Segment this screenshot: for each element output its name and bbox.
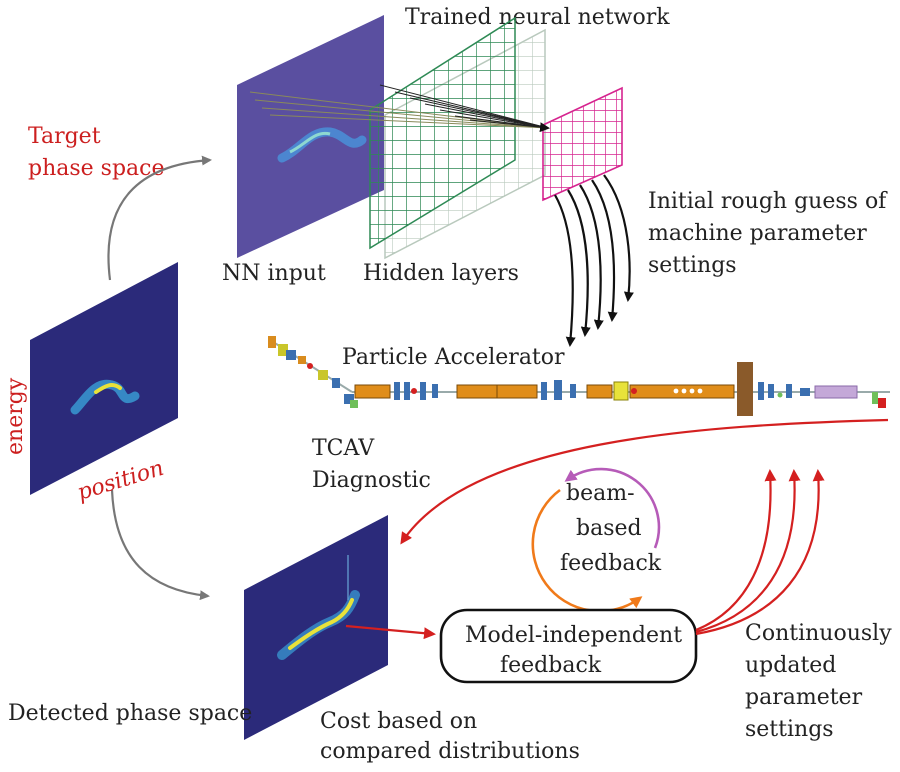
detected-beam-core	[288, 598, 354, 650]
accelerator-label: Particle Accelerator	[342, 345, 565, 370]
mif-line2: feedback	[500, 653, 602, 678]
tcav-structure	[737, 362, 753, 416]
cost-line1: Cost based on	[320, 709, 477, 734]
bunch-compressor	[613, 381, 629, 401]
output-layer	[542, 86, 623, 202]
to-mif-arrow	[345, 624, 436, 640]
energy-axis-label: energy	[3, 377, 28, 455]
nn-input-label: NN input	[222, 261, 326, 286]
cont-line4: settings	[745, 717, 834, 742]
nn-input-beam-core	[289, 131, 331, 154]
trained-nn-label: Trained neural network	[405, 5, 670, 30]
to-detected-arrow	[110, 489, 210, 601]
hidden-layer-front	[369, 16, 516, 250]
initial-guess-arrows	[554, 174, 634, 347]
detected-label: Detected phase space	[8, 701, 252, 726]
cont-line1: Continuously	[745, 621, 892, 646]
initial-guess-line1: Initial rough guess of	[648, 189, 888, 214]
target-phase-panel	[30, 262, 178, 495]
to-diagnostic-arrow	[400, 418, 889, 545]
linac-section-3	[586, 384, 613, 399]
undulator	[814, 385, 858, 399]
tcav-line2: Diagnostic	[312, 468, 431, 493]
particle-accelerator	[268, 336, 890, 416]
nn-connections	[249, 84, 550, 133]
cont-line2: updated	[745, 653, 836, 678]
hidden-layers-label: Hidden layers	[363, 261, 519, 286]
updated-parameter-arrows	[695, 469, 825, 636]
target-phase-line1: Target	[28, 124, 101, 149]
tcav-line1: TCAV	[312, 436, 375, 461]
mif-box	[439, 608, 698, 684]
cost-line2: compared distributions	[320, 739, 580, 764]
to-nn-input-arrow	[107, 155, 212, 281]
beam-fb-line3: feedback	[560, 551, 662, 576]
detected-phase-panel	[244, 515, 388, 740]
beam-fb-line2: based	[576, 516, 642, 541]
cont-line3: parameter	[745, 685, 863, 710]
mif-line1: Model-independent	[465, 623, 682, 648]
linac-section-1	[354, 384, 391, 399]
target-beam-core	[94, 383, 122, 394]
initial-guess-line3: settings	[648, 253, 737, 278]
beam-fb-line1: beam-	[566, 481, 635, 506]
nn-input-panel	[237, 15, 384, 258]
target-phase-line2: phase space	[28, 156, 165, 181]
initial-guess-line2: machine parameter	[648, 221, 867, 246]
